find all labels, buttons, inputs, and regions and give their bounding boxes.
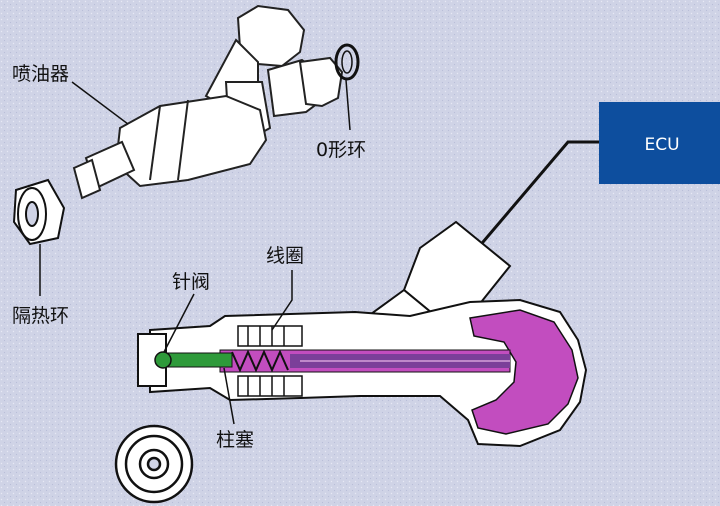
label-needle-valve: 针阀 (172, 271, 210, 293)
label-plunger: 柱塞 (216, 429, 254, 451)
leader-needle-valve (163, 293, 195, 353)
ecu-wire (464, 140, 599, 263)
injector-exterior (72, 4, 344, 200)
leader-coil (271, 270, 293, 331)
leader-plunger (223, 367, 235, 425)
label-o-ring: 0形环 (316, 139, 366, 161)
ecu-box: ECU (599, 102, 720, 184)
label-coil: 线圈 (266, 245, 304, 267)
label-injector: 喷油器 (12, 63, 69, 85)
o-ring (334, 43, 360, 81)
injector-cross-section (137, 220, 588, 448)
heat-insulation-ring (12, 178, 66, 246)
leader-injector (71, 81, 129, 125)
ecu-label: ECU (644, 135, 679, 155)
needle-valve (154, 351, 172, 369)
solenoid-coil (237, 325, 303, 397)
seal-end-view (114, 424, 194, 504)
plunger (165, 352, 233, 368)
leader-o-ring (345, 79, 351, 131)
spring (231, 349, 289, 373)
label-heat-ring: 隔热环 (12, 305, 69, 327)
